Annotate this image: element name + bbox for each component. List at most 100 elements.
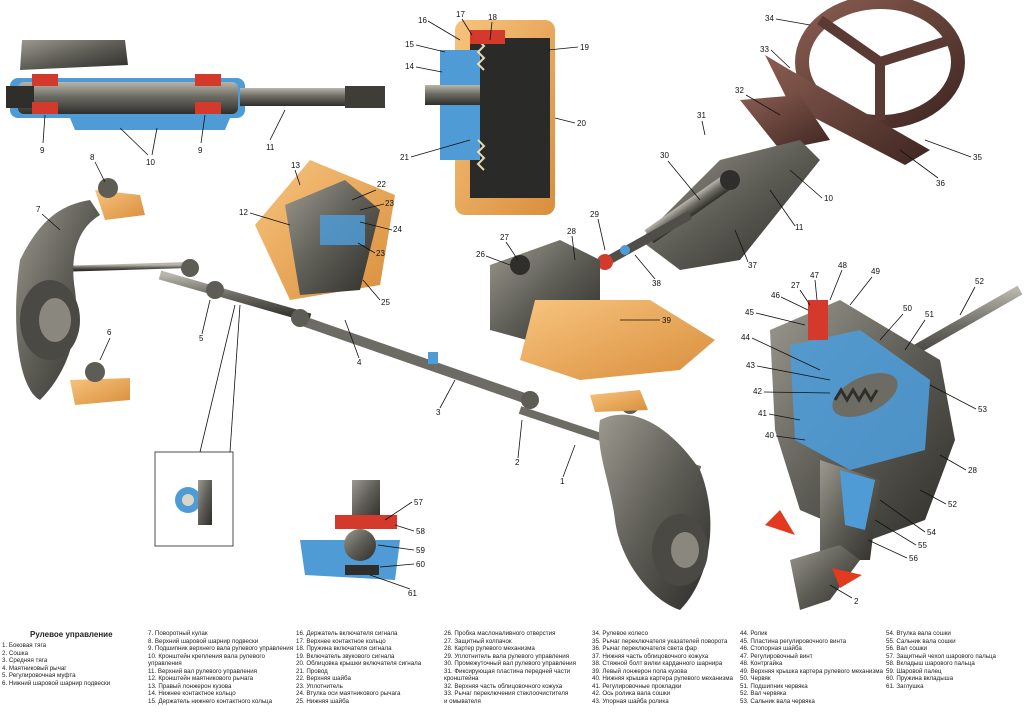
callout-32: 32: [735, 86, 744, 95]
legend-item: 15. Держатель нижнего контактного кольца: [148, 697, 273, 705]
legend-item: 55. Сальник вала сошки: [886, 637, 956, 645]
callout-18: 18: [488, 13, 497, 22]
callout-20: 20: [577, 119, 586, 128]
callout-9b: 9: [198, 146, 203, 155]
callout-10b: 10: [824, 194, 833, 203]
legend-item: 28. Картер рулевого механизма: [444, 645, 535, 652]
callout-11a: 11: [266, 143, 275, 152]
callout-42: 42: [753, 387, 762, 396]
callout-34: 34: [765, 14, 774, 23]
callout-21: 21: [400, 153, 409, 162]
right-steering-knuckle: [590, 390, 711, 610]
callout-60: 60: [416, 560, 425, 569]
legend-column-6: 44. Ролик 45. Пластина регулировочного в…: [740, 630, 886, 705]
legend-item: 8. Верхний шаровой шарнир подвески: [148, 637, 259, 645]
callout-56: 56: [909, 554, 918, 563]
callout-10: 10: [146, 158, 155, 167]
callout-1: 1: [560, 477, 565, 486]
callout-44: 44: [741, 333, 750, 342]
legend-item: 52. Вал червяка: [740, 690, 787, 697]
legend-item: управления: [148, 660, 182, 667]
callout-41: 41: [758, 409, 767, 418]
callout-17: 17: [456, 10, 465, 19]
legend-item: 11. Верхний вал рулевого управления: [148, 667, 257, 675]
callout-52a: 52: [975, 277, 984, 286]
legend-item: 22. Верхняя шайба: [296, 675, 351, 682]
callout-2b: 2: [854, 597, 859, 606]
callout-3: 3: [436, 408, 441, 417]
gearbox-cutaway: [765, 285, 1023, 610]
callout-54: 54: [927, 528, 936, 537]
legend-item: 33. Рычаг переключения стеклоочистителя: [444, 690, 569, 697]
legend-item: 42. Ось ролика вала сошки: [592, 690, 671, 697]
intermediate-shaft: [597, 211, 693, 270]
legend-item: 20. Облицовка крышки включателя сигнала: [296, 660, 422, 667]
horn-switch-assembly: [425, 20, 555, 215]
callout-13: 13: [291, 161, 300, 170]
legend-item: 14. Нижнее контактное кольцо: [148, 690, 236, 697]
legend-title: Рулевое управление: [30, 630, 113, 639]
callout-46: 46: [771, 291, 780, 300]
legend-item: 39. Левый лонжерон пола кузова: [592, 667, 688, 675]
callout-53: 53: [978, 405, 987, 414]
legend-item: 25. Нижняя шайба: [296, 697, 349, 705]
callout-23b: 23: [376, 249, 385, 258]
legend-item: 40. Нижняя крышка картера рулевого механ…: [592, 675, 733, 682]
callout-7: 7: [36, 205, 41, 214]
legend-item: 38. Стяжной болт вилки карданного шарнир…: [592, 660, 723, 667]
legend-item: 47. Регулировочный винт: [740, 652, 813, 660]
legend-item: 36. Рычаг переключателя света фар: [592, 645, 697, 652]
callout-labels: 9 10 9 11 16 17 18 15 19 14 20 21 34 33 …: [36, 10, 987, 606]
callout-27b: 27: [791, 281, 800, 290]
legend-item: 21. Провод: [296, 667, 328, 675]
upper-shaft-assembly: [6, 40, 385, 130]
legend-item: 5. Регулировочная муфта: [2, 672, 76, 679]
legend-item: 34. Рулевое колесо: [592, 630, 649, 637]
legend-item: 17. Верхнее контактное кольцо: [296, 637, 386, 645]
callout-55: 55: [918, 541, 927, 550]
callout-16: 16: [418, 16, 427, 25]
legend-item: 44. Ролик: [740, 630, 768, 637]
legend-item: и омывателя: [444, 697, 481, 705]
callout-25: 25: [381, 298, 390, 307]
callout-52b: 52: [948, 500, 957, 509]
callout-51: 51: [925, 310, 934, 319]
legend-item: кронштейна: [444, 675, 479, 682]
callout-43: 43: [746, 361, 755, 370]
legend-item: 48. Контргайка: [740, 660, 783, 667]
callout-24: 24: [393, 225, 402, 234]
callout-57: 57: [414, 498, 423, 507]
callout-39: 39: [662, 316, 671, 325]
bushing-inset: [154, 304, 241, 547]
callout-47: 47: [810, 271, 819, 280]
callout-15: 15: [405, 40, 414, 49]
legend-item: 32. Верхняя часть облицовочного кожуха: [444, 682, 563, 690]
legend-item: 3. Средняя тяга: [2, 657, 48, 664]
callout-6: 6: [107, 328, 112, 337]
callout-31: 31: [697, 111, 706, 120]
legend-column-2: 7. Поворотный кулак 8. Верхний шаровой ш…: [148, 630, 294, 705]
legend-column-7: 54. Втулка вала сошки 55. Сальник вала с…: [886, 630, 1022, 690]
legend-item: 60. Пружина вкладыша: [886, 675, 954, 682]
steering-gearbox: [490, 240, 715, 380]
legend-item: 18. Пружина включателя сигнала: [296, 645, 392, 652]
legend-item: 1. Боковая тяга: [2, 642, 47, 649]
legend-item: 53. Сальник вала червяка: [740, 697, 815, 705]
callout-61: 61: [408, 589, 417, 598]
legend-item: 27. Защитный колпачок: [444, 637, 512, 645]
callout-33: 33: [760, 45, 769, 54]
legend-item: 57. Защитный чехол шарового пальца: [886, 652, 996, 660]
legend-item: 54. Втулка вала сошки: [886, 630, 951, 637]
legend-item: 26. Пробка маслоналивного отверстия: [444, 630, 556, 637]
legend-item: 2. Сошка: [2, 649, 29, 657]
callout-40: 40: [765, 431, 774, 440]
legend-item: 30. Промежуточный вал рулевого управлени…: [444, 660, 576, 667]
pendulum-arm-bracket: [255, 160, 395, 300]
legend-item: 50. Червяк: [740, 675, 771, 682]
callout-2a: 2: [515, 458, 520, 467]
callout-37: 37: [748, 261, 757, 270]
left-steering-knuckle: [16, 178, 145, 405]
legend-item: 12. Кронштейн маятникового рычага: [148, 675, 254, 682]
callout-4: 4: [357, 358, 362, 367]
callout-45: 45: [745, 308, 754, 317]
